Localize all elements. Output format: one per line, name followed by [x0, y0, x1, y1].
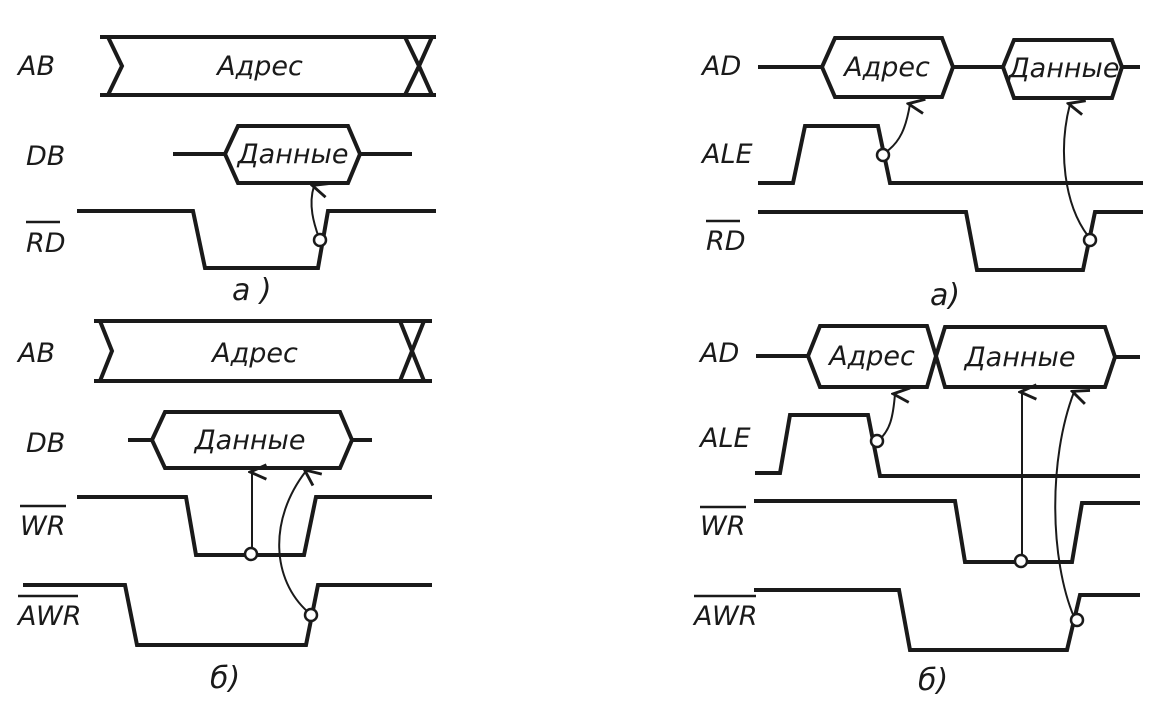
rd-causal-arrow-r: [1063, 104, 1089, 237]
rd-waveform-r: [758, 210, 1143, 272]
left-bottom-diagram: AB DB WR AWR Адрес Данные б): [16, 319, 432, 696]
caption-b-left: б): [210, 661, 240, 696]
signal-label-wr-r: WR: [700, 511, 745, 542]
ab-bus-waveform-2: [94, 319, 432, 383]
left-top-diagram: AB DB RD Адрес Данные а ): [16, 35, 436, 308]
wr-edge-marker-r: [1013, 553, 1029, 569]
awr-edge-marker-r: [1069, 612, 1085, 628]
signal-label-db: DB: [26, 141, 65, 172]
rd-waveform: [77, 209, 436, 270]
caption-a-right: а): [930, 278, 960, 313]
signal-label-ab-2: AB: [16, 338, 55, 369]
awr-waveform-r: [754, 588, 1140, 652]
ad-address-label-2: Адрес: [827, 341, 915, 372]
ale-waveform-2: [755, 413, 1140, 478]
ale-causal-arrow-2: [878, 394, 895, 441]
rd-edge-marker: [312, 232, 328, 248]
caption-b-right: б): [918, 663, 948, 698]
wr-waveform-r: [754, 499, 1140, 564]
db-bus-waveform-2: [128, 410, 372, 470]
ad-address-label: Адрес: [842, 52, 930, 83]
right-bottom-diagram: AD ALE WR AWR Адрес Данные б): [692, 324, 1140, 698]
signal-label-ad-2: AD: [698, 338, 739, 369]
db-data-label: Данные: [237, 139, 349, 170]
signal-label-ab: AB: [16, 51, 55, 82]
ad-bus-waveform: [758, 36, 1140, 100]
wr-edge-marker: [243, 546, 259, 562]
signal-label-awr-r: AWR: [692, 601, 757, 632]
signal-label-db-2: DB: [26, 428, 65, 459]
awr-causal-arrow-r: [1054, 392, 1074, 618]
rd-edge-marker-r: [1082, 232, 1098, 248]
right-top-diagram: AD ALE RD Адрес Данные а): [700, 36, 1143, 313]
awr-causal-arrow: [278, 471, 308, 613]
db-bus-waveform: [173, 124, 412, 185]
ale-waveform: [758, 124, 1143, 185]
ab-address-label-2: Адрес: [210, 338, 298, 369]
signal-label-awr: AWR: [16, 601, 81, 632]
signal-label-rd-r: RD: [706, 226, 746, 257]
signal-label-ad: AD: [700, 51, 741, 82]
ad-bus-waveform-2: [756, 324, 1140, 389]
awr-edge-marker: [303, 607, 319, 623]
ad-data-label: Данные: [1008, 53, 1120, 84]
signal-label-rd: RD: [26, 228, 66, 259]
ale-causal-arrow: [885, 104, 910, 153]
db-data-label-2: Данные: [194, 425, 306, 456]
signal-label-ale: ALE: [700, 139, 753, 170]
signal-label-wr: WR: [20, 511, 65, 542]
awr-waveform: [23, 583, 432, 647]
rd-causal-arrow: [311, 186, 319, 239]
ab-address-label: Адрес: [215, 51, 303, 82]
caption-a-left: а ): [232, 273, 272, 308]
wr-waveform: [77, 495, 432, 557]
ab-bus-waveform: [100, 35, 436, 97]
signal-label-ale-2: ALE: [698, 423, 751, 454]
ale-edge-marker-2: [869, 433, 885, 449]
ale-edge-marker: [875, 147, 891, 163]
ad-data-label-2: Данные: [964, 342, 1076, 373]
